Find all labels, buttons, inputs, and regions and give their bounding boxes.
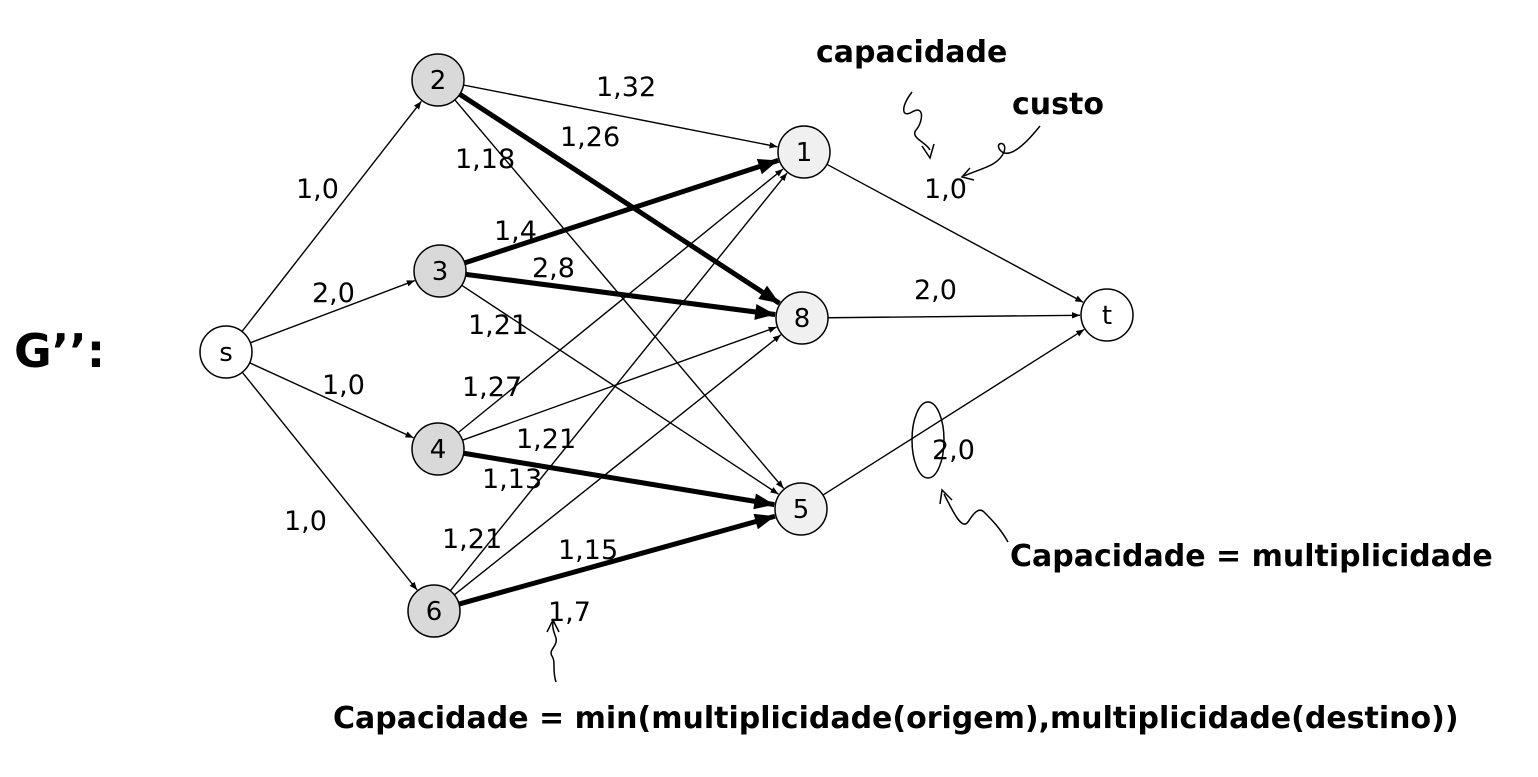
node-label-4: 4 <box>430 435 447 465</box>
node-label-1: 1 <box>796 138 813 168</box>
edge-6-5 <box>458 513 776 607</box>
node-s: s <box>199 325 253 379</box>
edge-6-8 <box>453 334 782 596</box>
node-label-5: 5 <box>793 495 810 525</box>
capacidade-pointer <box>903 91 931 151</box>
node-label-6: 6 <box>426 597 443 627</box>
edge-label-5-t: 2,0 <box>932 435 975 466</box>
edge-label-s-4: 1,0 <box>322 370 365 401</box>
node-3: 3 <box>413 244 467 298</box>
node-circle-6 <box>407 584 461 638</box>
custo-pointer-head <box>960 167 975 181</box>
node-circle-5 <box>774 482 828 536</box>
edge-2-1 <box>463 84 778 149</box>
multiplicidade-pointer-head <box>939 488 953 505</box>
capacidade-annotation: capacidade <box>816 35 1007 70</box>
custo-pointer <box>963 125 1041 177</box>
node-label-3: 3 <box>432 257 449 287</box>
edge-label-6-8: 1,15 <box>558 535 618 566</box>
nodes-layer: s 2 3 4 6 1 8 5 t <box>199 53 1134 638</box>
custo-annotation: custo <box>1012 87 1104 122</box>
edge-label-2-1: 1,32 <box>596 72 656 103</box>
node-label-t: t <box>1102 301 1112 331</box>
edge-s-6 <box>241 371 418 591</box>
min-note-pointer <box>550 621 557 683</box>
edge-s-3 <box>250 279 415 344</box>
capacidade-pointer-head <box>921 143 935 160</box>
node-circle-t <box>1080 288 1134 342</box>
annotations: capacidade custo Capacidade = multiplici… <box>333 35 1493 736</box>
node-1: 1 <box>777 125 831 179</box>
edge-label-4-1: 1,27 <box>462 372 522 403</box>
edge-1-t <box>826 163 1084 303</box>
edges-layer <box>241 84 1085 607</box>
multiplicidade-pointer <box>943 493 1009 543</box>
edge-label-s-2: 1,0 <box>296 174 339 205</box>
node-2: 2 <box>411 53 465 107</box>
edge-6-1 <box>449 172 788 592</box>
edge-label-6-1: 1,21 <box>442 524 502 555</box>
node-label-2: 2 <box>430 66 447 96</box>
node-8: 8 <box>775 291 829 345</box>
edge-8-t <box>827 312 1081 319</box>
edge-labels-layer: 1,02,01,01,01,321,261,181,42,81,211,271,… <box>284 72 975 628</box>
node-label-s: s <box>219 338 233 368</box>
edge-5-t <box>822 328 1085 496</box>
node-label-8: 8 <box>794 304 811 334</box>
multiplicidade-note: Capacidade = multiplicidade <box>1010 539 1493 574</box>
edge-label-3-1: 1,4 <box>494 216 537 247</box>
edge-label-3-8: 2,8 <box>532 253 575 284</box>
edge-label-3-5: 1,21 <box>468 310 528 341</box>
edge-2-8 <box>458 92 781 306</box>
edge-4-8 <box>462 326 777 441</box>
edge-3-8 <box>465 271 776 320</box>
edge-s-4 <box>249 362 414 439</box>
min-capacity-note: Capacidade = min(multiplicidade(origem),… <box>333 701 1459 736</box>
min-note-pointer-head <box>546 618 560 633</box>
edge-label-2-8: 1,26 <box>560 122 620 153</box>
edge-label-s-6: 1,0 <box>284 506 327 537</box>
edge-label-2-5: 1,18 <box>455 144 515 175</box>
edge-3-5 <box>461 284 779 495</box>
node-5: 5 <box>774 482 828 536</box>
edge-3-1 <box>463 158 780 266</box>
graph-title: G’’: <box>14 324 105 378</box>
node-circle-1 <box>777 125 831 179</box>
edge-label-4-8: 1,21 <box>516 424 576 455</box>
node-4: 4 <box>411 422 465 476</box>
edge-4-1 <box>457 168 784 434</box>
edge-label-8-t: 2,0 <box>914 275 957 306</box>
node-circle-8 <box>775 291 829 345</box>
edge-label-1-t: 1,0 <box>924 174 967 205</box>
node-circle-4 <box>411 422 465 476</box>
highlight-ellipse <box>911 401 945 479</box>
node-t: t <box>1080 288 1134 342</box>
edge-label-4-5: 1,13 <box>482 464 542 495</box>
edge-label-s-3: 2,0 <box>312 278 355 309</box>
node-circle-3 <box>413 244 467 298</box>
node-circle-2 <box>411 53 465 107</box>
edge-s-2 <box>241 100 422 332</box>
edge-4-5 <box>463 450 775 510</box>
node-circle-s <box>199 325 253 379</box>
node-6: 6 <box>407 584 461 638</box>
